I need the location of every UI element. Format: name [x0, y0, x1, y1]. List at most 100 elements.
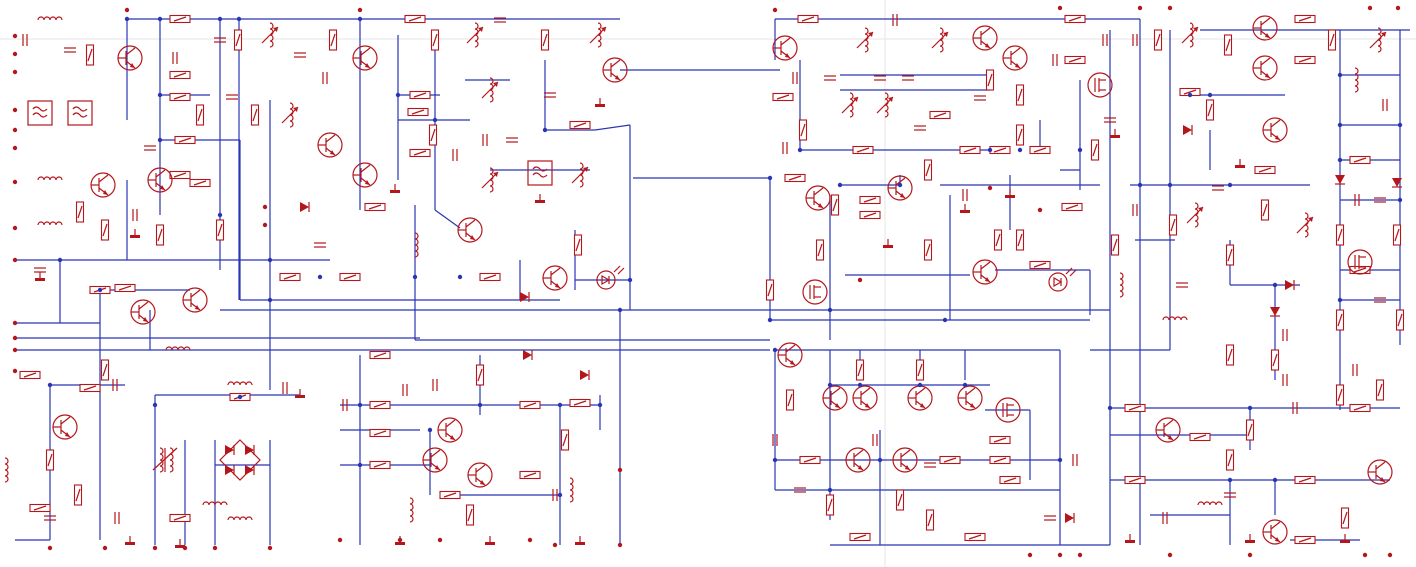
npn-transistor	[457, 217, 483, 243]
capacitor	[794, 487, 806, 493]
resistor	[1029, 260, 1051, 270]
junction-dot	[412, 274, 418, 280]
terminal-pin	[102, 545, 108, 551]
junction-dot	[1337, 297, 1343, 303]
terminal-pin	[857, 277, 863, 283]
resistor	[1260, 199, 1270, 221]
npn-transistor	[852, 385, 878, 411]
junction-dot	[772, 457, 778, 463]
capacitor	[1212, 185, 1224, 191]
terminal-pin	[12, 347, 18, 353]
junction-dot	[1337, 157, 1343, 163]
junction-dot	[627, 277, 633, 283]
resistor	[475, 364, 485, 386]
resistor	[1225, 449, 1235, 471]
terminal-pin	[1362, 552, 1368, 558]
capacitor	[1352, 364, 1358, 376]
capacitor	[144, 145, 156, 151]
resistor	[569, 120, 591, 130]
junction-dot	[827, 382, 833, 388]
terminal-pin	[12, 335, 18, 341]
resistor	[169, 70, 191, 80]
resistor	[1153, 29, 1163, 51]
ground	[1245, 534, 1255, 543]
capacitor	[432, 379, 438, 391]
terminal-pin	[12, 33, 18, 39]
terminal-pin	[212, 545, 218, 551]
capacitor	[1072, 454, 1078, 466]
diode	[1183, 125, 1193, 135]
junction-dot	[797, 147, 803, 153]
npn-transistor	[805, 185, 831, 211]
resistor	[1349, 403, 1371, 413]
terminal-pin	[12, 320, 18, 326]
junction-dot	[1272, 477, 1278, 483]
ground	[390, 184, 400, 193]
resistor	[328, 29, 338, 51]
resistor	[797, 14, 819, 24]
junction-dot	[152, 402, 158, 408]
diode	[580, 370, 590, 380]
terminal-pin	[12, 107, 18, 113]
junction-dot	[317, 274, 323, 280]
diode	[1065, 513, 1075, 523]
terminal-pin	[772, 7, 778, 13]
inductor	[37, 176, 63, 181]
junction-dot	[1167, 182, 1173, 188]
junction-dot	[942, 317, 948, 323]
junction-dot	[477, 402, 483, 408]
terminal-pin	[987, 185, 993, 191]
resistor	[859, 195, 881, 205]
junction-dot	[962, 382, 968, 388]
resistor	[79, 383, 101, 393]
resistor	[428, 124, 438, 146]
resistor	[784, 173, 806, 183]
capacitor	[1162, 512, 1168, 524]
terminal-pin	[12, 257, 18, 263]
npn-transistor	[52, 414, 78, 440]
resistor	[925, 509, 935, 531]
npn-transistor	[147, 167, 173, 193]
diode	[245, 465, 255, 475]
resistor	[1392, 224, 1402, 246]
resistor	[825, 494, 835, 516]
resistor	[169, 513, 191, 523]
crystal-filter	[27, 100, 53, 126]
resistor	[45, 449, 55, 471]
junction-dot	[457, 274, 463, 280]
resistor	[799, 455, 821, 465]
variable-inductor-arrow	[1296, 216, 1314, 234]
capacitor	[1382, 99, 1388, 111]
inductor	[165, 346, 191, 351]
resistor	[1064, 14, 1086, 24]
capacitor	[132, 209, 138, 221]
capacitor	[226, 94, 238, 100]
resistor	[1110, 234, 1120, 256]
npn-transistor	[182, 287, 208, 313]
inductor	[37, 16, 63, 21]
resistor	[964, 532, 986, 542]
resistor	[155, 224, 165, 246]
component-layer	[4, 14, 1405, 548]
resistor	[369, 350, 391, 360]
resistor	[560, 429, 570, 451]
junction-dot	[557, 492, 563, 498]
junction-dot	[357, 462, 363, 468]
ground	[295, 389, 305, 398]
junction-dot	[217, 212, 223, 218]
junction-dot	[57, 257, 63, 263]
resistor	[1254, 165, 1276, 175]
junction-dot	[1187, 92, 1193, 98]
capacitor	[544, 92, 556, 98]
junction-dot	[1397, 197, 1403, 203]
terminal-pin	[1037, 207, 1043, 213]
inductor	[1119, 272, 1124, 298]
resistor	[1294, 14, 1316, 24]
diode	[1335, 175, 1345, 185]
inductor	[4, 457, 9, 483]
capacitor	[1374, 197, 1386, 203]
wire	[594, 124, 631, 131]
junction-dot	[236, 16, 242, 22]
junction-dot	[1397, 122, 1403, 128]
npn-transistor	[1252, 15, 1278, 41]
